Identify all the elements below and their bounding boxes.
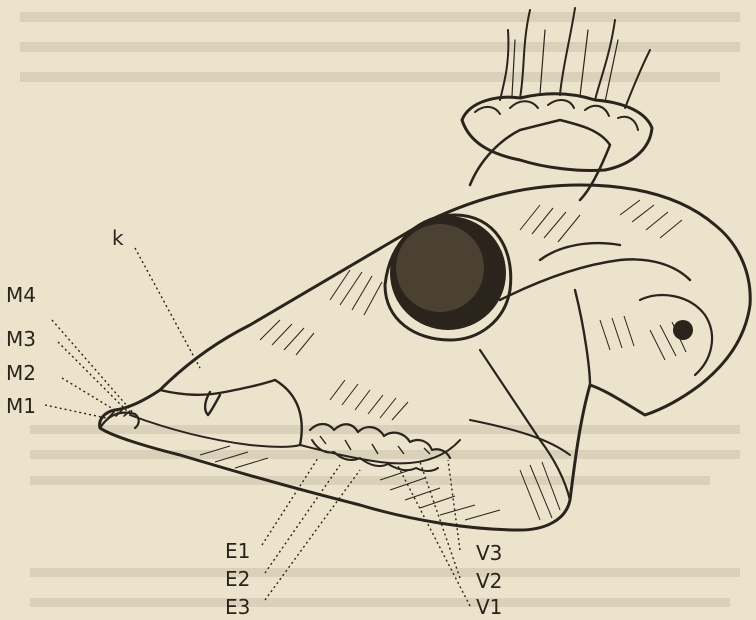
label-e2: E2 [225,567,250,591]
leader-m2 [62,378,118,412]
label-e3: E3 [225,595,250,619]
leader-m4 [52,320,135,415]
leader-v1 [398,466,470,606]
label-m3: M3 [6,327,36,351]
label-k: k [112,226,124,250]
label-m4: M4 [6,283,36,307]
canine-tooth [205,392,220,415]
label-v3: V3 [476,541,502,565]
leader-v3 [448,460,460,550]
bleed-through-text [20,12,740,607]
leader-e1 [262,458,318,545]
antler-burr [462,8,652,200]
leader-m3 [58,342,128,412]
label-m2: M2 [6,361,36,385]
label-v1: V1 [476,595,502,619]
leader-m1 [45,405,106,418]
leader-k [135,248,200,368]
leader-e3 [265,470,360,600]
label-m1: M1 [6,394,36,418]
label-e1: E1 [225,539,250,563]
label-v2: V2 [476,569,502,593]
cheek-and-ramus [470,243,712,500]
